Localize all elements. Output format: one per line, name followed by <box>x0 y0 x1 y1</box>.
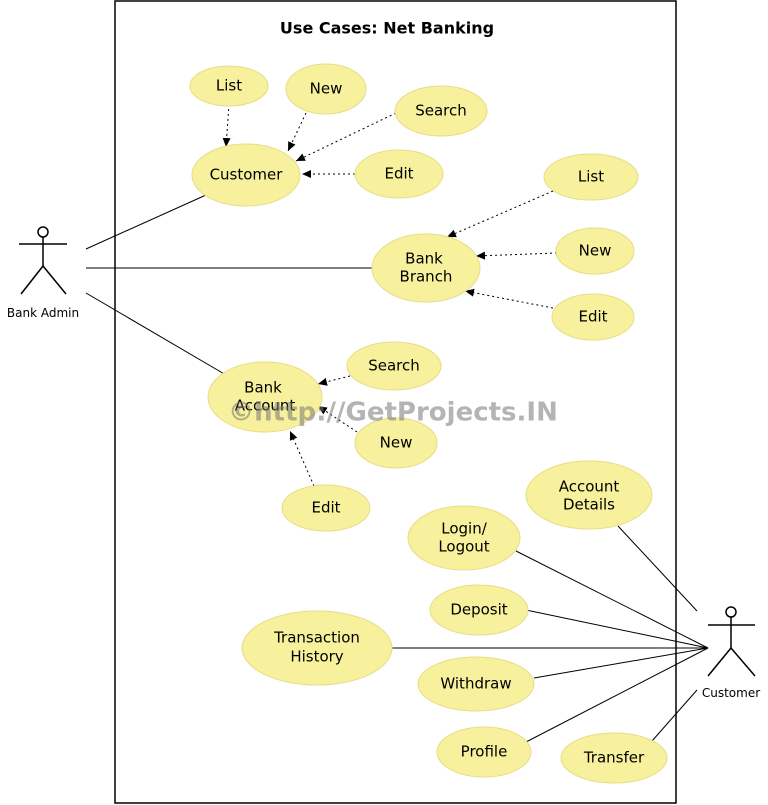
admin-associations <box>85 194 373 376</box>
svg-text:Edit: Edit <box>578 308 607 326</box>
use-case-account-details[interactable]: Account Details <box>525 460 653 530</box>
actor-customer[interactable]: Customer <box>702 606 760 700</box>
use-case-login-logout[interactable]: Login/ Logout <box>407 505 521 571</box>
svg-text:Search: Search <box>415 102 467 120</box>
svg-text:Branch: Branch <box>400 268 453 286</box>
use-case-account-search[interactable]: Search <box>346 341 442 391</box>
svg-text:Account: Account <box>235 397 296 415</box>
svg-text:Bank: Bank <box>244 379 282 397</box>
dep-branch-new <box>475 251 558 260</box>
use-case-withdraw[interactable]: Withdraw <box>417 656 535 712</box>
assoc-admin-customer <box>85 194 207 250</box>
svg-text:Search: Search <box>368 357 420 375</box>
actor-customer-head-icon <box>725 606 737 618</box>
use-case-customer-edit[interactable]: Edit <box>354 149 444 199</box>
use-cases: List New Search Customer Edit List Bank … <box>189 63 668 784</box>
dep-account-search <box>317 375 351 386</box>
assoc-customer-deposit <box>525 609 709 649</box>
use-case-customer[interactable]: Customer <box>191 143 301 207</box>
actor-bank-admin[interactable]: Bank Admin <box>7 226 79 320</box>
svg-text:New: New <box>579 242 612 260</box>
actor-bank-admin-label: Bank Admin <box>7 306 79 320</box>
dep-customer-list <box>222 103 231 148</box>
svg-text:Customer: Customer <box>210 166 284 184</box>
dep-customer-new <box>287 112 307 152</box>
svg-text:New: New <box>310 80 343 98</box>
assoc-customer-login-logout <box>515 550 709 649</box>
assoc-admin-bank-account <box>85 292 227 376</box>
svg-text:Profile: Profile <box>461 743 508 761</box>
use-case-bank-branch[interactable]: Bank Branch <box>371 233 481 303</box>
svg-text:Deposit: Deposit <box>450 601 507 619</box>
use-case-branch-new[interactable]: New <box>555 227 635 275</box>
assoc-customer-withdraw <box>533 647 709 679</box>
svg-text:List: List <box>578 168 604 186</box>
svg-text:Account: Account <box>559 478 620 496</box>
use-case-bank-account[interactable]: Bank Account <box>207 361 323 433</box>
use-case-transaction-history[interactable]: Transaction History <box>241 610 393 686</box>
use-case-customer-search[interactable]: Search <box>394 85 488 137</box>
svg-text:Transfer: Transfer <box>583 749 645 767</box>
dep-account-edit <box>289 430 315 487</box>
svg-text:Edit: Edit <box>311 499 340 517</box>
assoc-customer-transfer <box>651 689 698 742</box>
diagram-title: Use Cases: Net Banking <box>280 19 494 38</box>
use-case-branch-edit[interactable]: Edit <box>551 293 635 341</box>
dep-branch-list <box>446 190 554 238</box>
svg-text:Withdraw: Withdraw <box>440 675 511 693</box>
svg-text:Logout: Logout <box>438 538 489 556</box>
assoc-customer-account-details <box>617 525 698 612</box>
svg-text:Login/: Login/ <box>441 520 487 538</box>
assoc-customer-profile <box>525 647 709 743</box>
svg-text:Bank: Bank <box>405 250 443 268</box>
customer-associations <box>392 525 709 743</box>
svg-text:New: New <box>380 434 413 452</box>
svg-text:History: History <box>290 648 343 666</box>
svg-text:Edit: Edit <box>384 165 413 183</box>
dependencies <box>222 103 558 487</box>
actor-customer-label: Customer <box>702 686 760 700</box>
use-case-transfer[interactable]: Transfer <box>560 732 668 784</box>
use-case-account-edit[interactable]: Edit <box>281 484 371 532</box>
use-case-branch-list[interactable]: List <box>543 153 639 201</box>
dep-customer-search <box>295 112 397 162</box>
use-case-deposit[interactable]: Deposit <box>429 584 529 636</box>
svg-text:List: List <box>216 77 242 95</box>
use-case-profile[interactable]: Profile <box>436 726 532 778</box>
actor-bank-admin-head-icon <box>37 226 49 238</box>
use-case-customer-list[interactable]: List <box>189 65 269 107</box>
watermark: ©http://GetProjects.IN <box>228 398 558 428</box>
svg-text:Transaction: Transaction <box>273 629 360 647</box>
use-case-account-new[interactable]: New <box>354 417 438 469</box>
use-case-customer-new[interactable]: New <box>285 63 367 115</box>
svg-text:Details: Details <box>563 496 615 514</box>
